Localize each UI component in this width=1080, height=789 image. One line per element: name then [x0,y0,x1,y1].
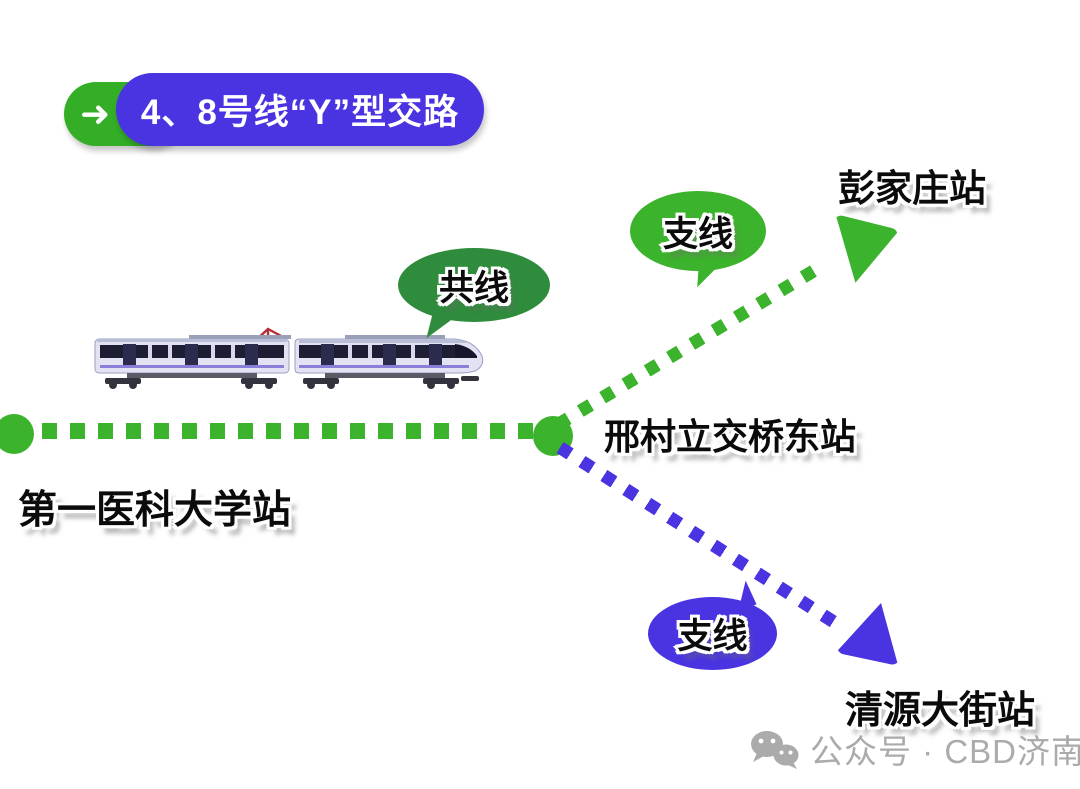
station-label-pengjiazhuang: 彭家庄站 [835,165,989,212]
watermark: 公众号 · CBD济南 [748,728,1080,770]
branch-bottom-callout: 支线 [648,579,777,670]
station-label-xingcun-junction: 邢村立交桥东站 [601,413,859,460]
callout-tail [693,259,721,291]
branch-top-callout: 支线 [630,191,766,291]
title-banner: 4、8号线“Y”型交路 [116,73,484,146]
station-node-left-terminus [0,414,34,454]
blue-branch-arrowhead-icon [835,595,911,667]
green-branch-arrowhead-icon [820,213,900,291]
train-icon [94,327,484,389]
shared-line-callout: 共线 [398,248,550,346]
branch-bottom-label: 支线 [675,615,750,659]
page-title: 4、8号线“Y”型交路 [140,93,460,132]
branch-top-label: 支线 [660,212,735,256]
callout-tail [730,579,757,611]
shared-trunk-dashed-line [14,423,539,439]
branch-line-green-dashed [554,260,825,431]
wechat-icon [751,731,799,769]
station-label-first-medical-university: 第一医科大学站 [15,486,294,535]
shared-line-label: 共线 [436,266,511,310]
station-label-qingyuan-street: 清源大街站 [842,687,1038,735]
arrow-right-icon: ➜ [80,93,111,134]
watermark-label: 公众号 · CBD济南 [810,733,1080,770]
